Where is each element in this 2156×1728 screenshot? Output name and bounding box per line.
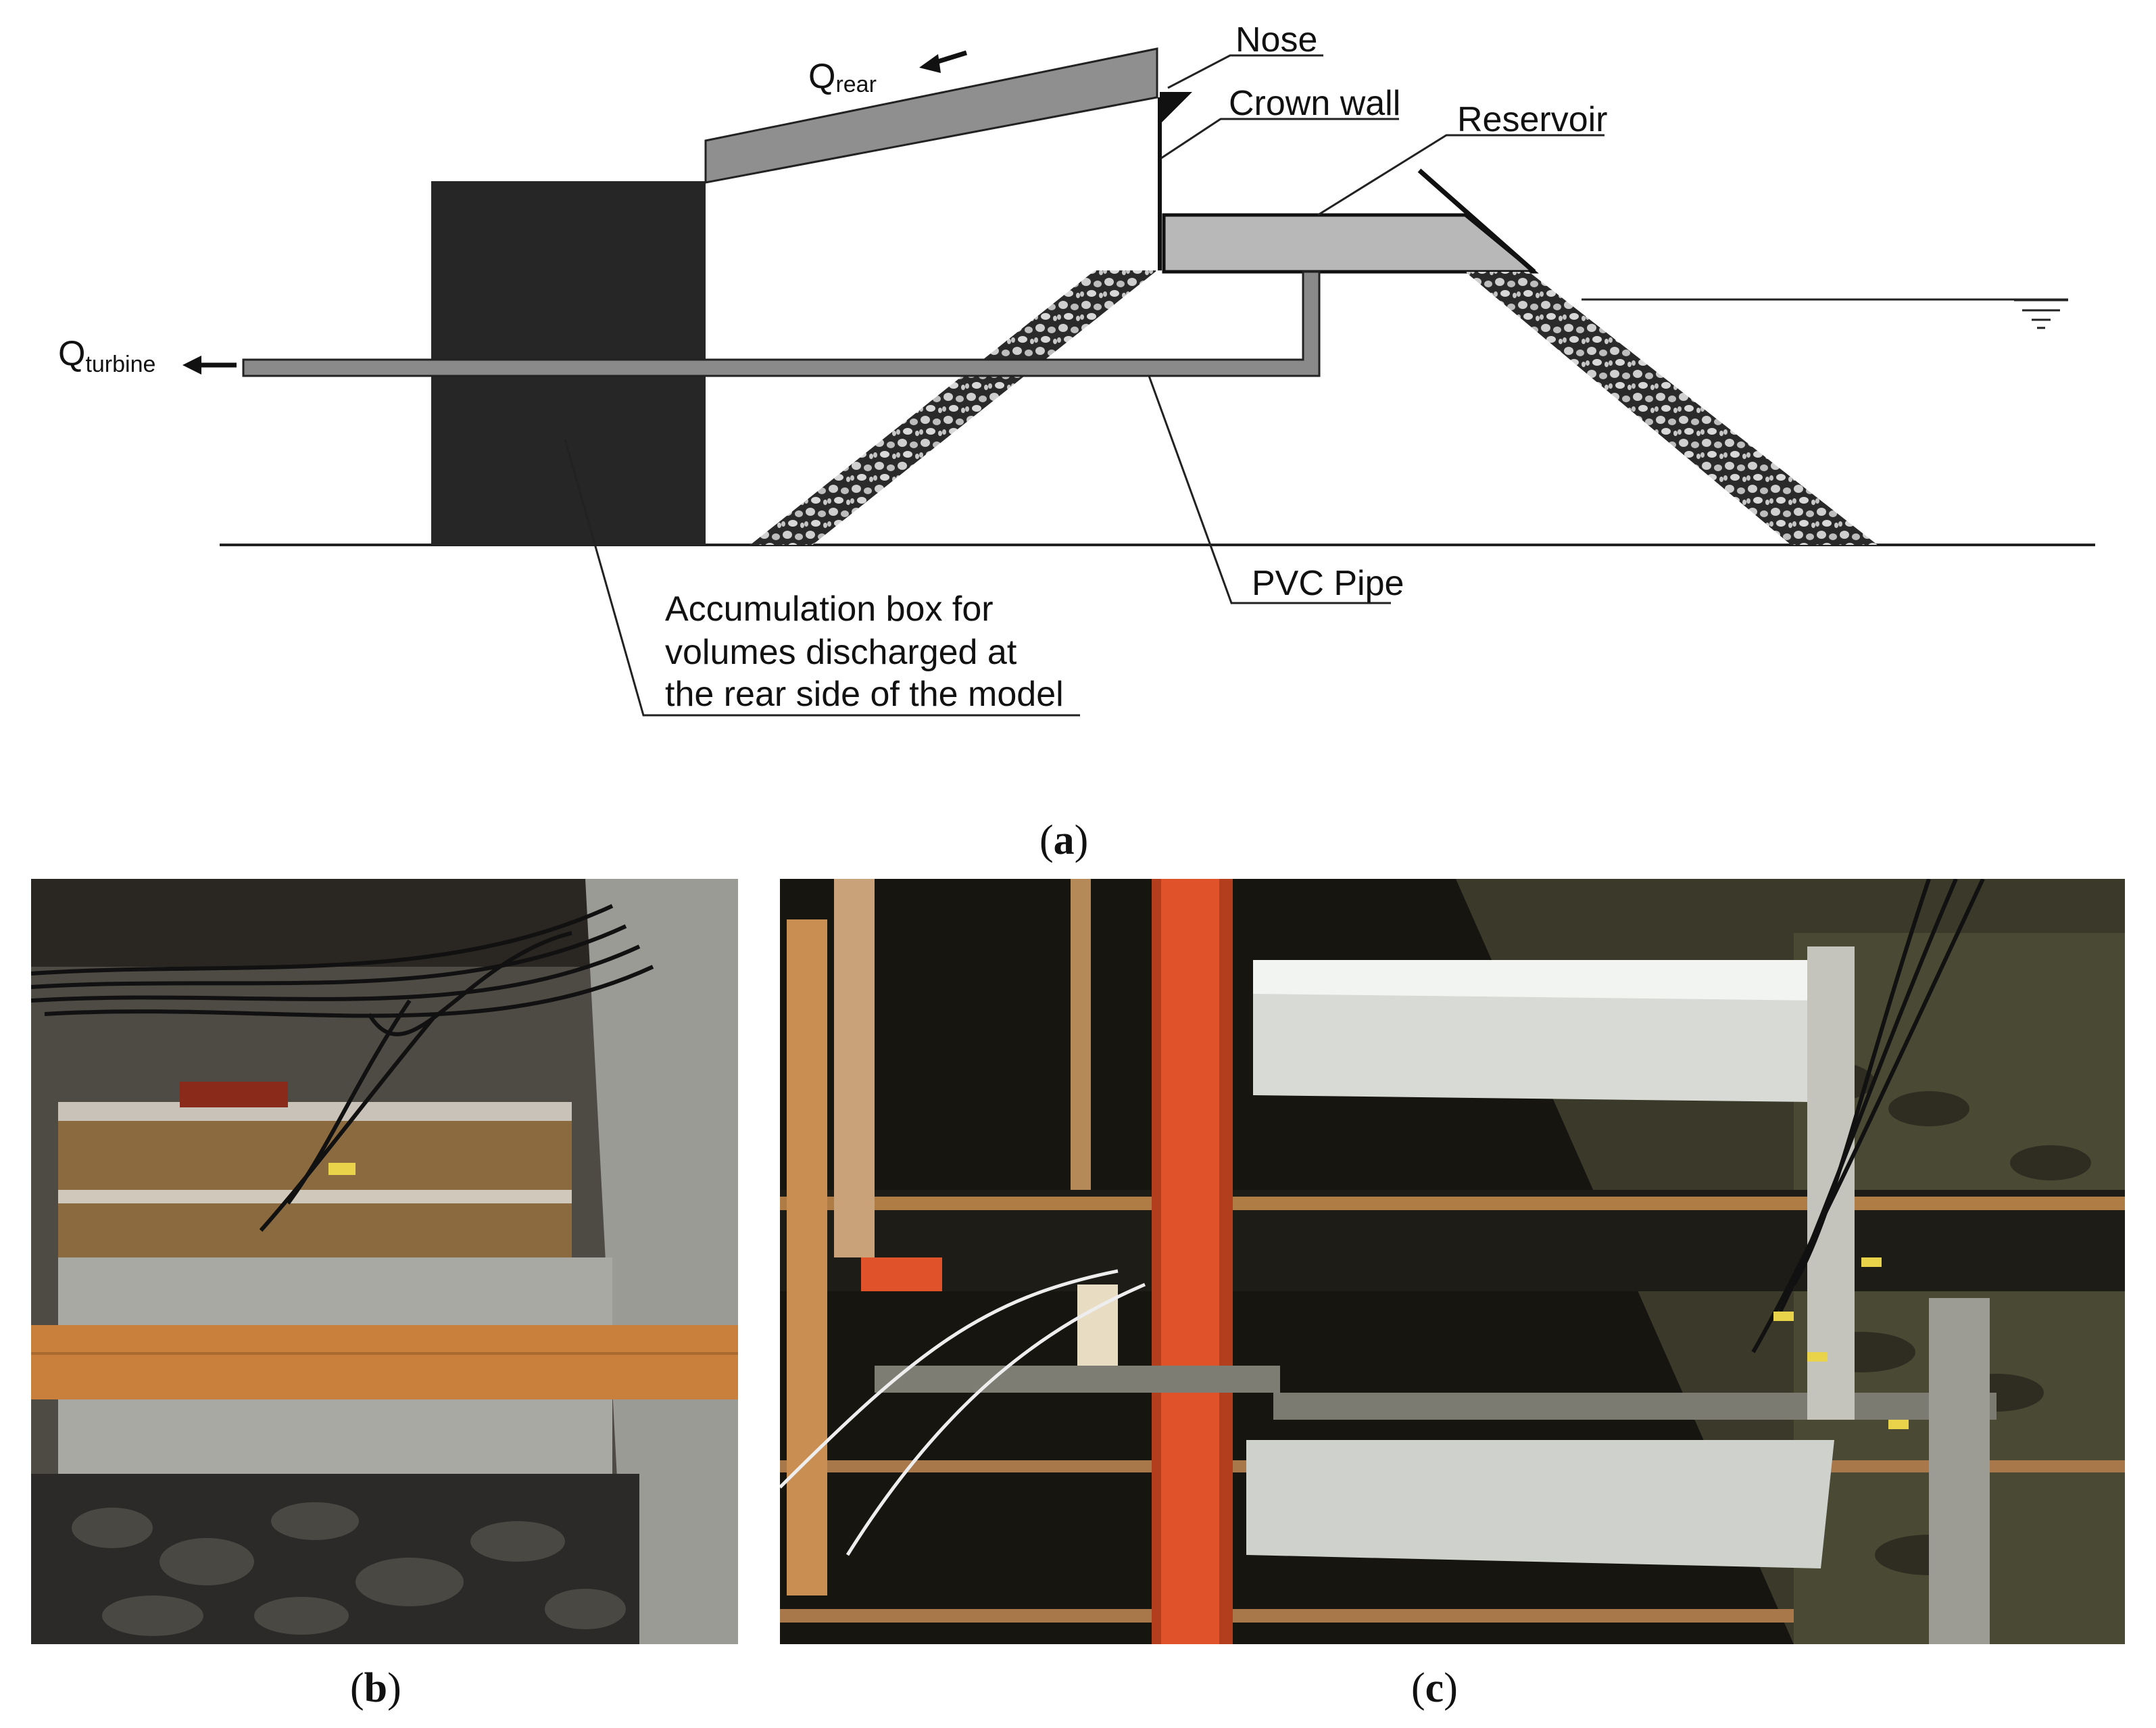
accumulation-label-line3: the rear side of the model bbox=[665, 675, 1064, 714]
crown-wall-label: Crown wall bbox=[1229, 84, 1400, 123]
nose-label: Nose bbox=[1235, 20, 1317, 59]
rear-rubble-mound bbox=[750, 270, 1157, 545]
photo-b bbox=[31, 879, 738, 1644]
caption-a: (a) bbox=[1039, 817, 1089, 863]
nose-leader bbox=[1167, 54, 1323, 89]
reservoir-leader bbox=[1317, 134, 1604, 216]
photo-c bbox=[780, 879, 2125, 1644]
q-rear-label: Qrear bbox=[808, 57, 877, 97]
caption-c: (c) bbox=[1411, 1665, 1458, 1711]
pvc-pipe-label: PVC Pipe bbox=[1252, 564, 1404, 603]
accumulation-leader bbox=[564, 439, 1080, 717]
q-turbine-label: Qturbine bbox=[58, 334, 155, 377]
q-turbine-arrow bbox=[182, 356, 237, 375]
schematic-diagram: Qrear Qturbine Nose Crown wall Reservoir… bbox=[58, 20, 2095, 717]
caption-b: (b) bbox=[350, 1665, 401, 1711]
rear-slope bbox=[704, 47, 1158, 184]
pvc-pipe bbox=[242, 270, 1321, 377]
reservoir-label: Reservoir bbox=[1457, 100, 1608, 139]
photo-b-icon bbox=[31, 879, 738, 1644]
crown-wall-leader bbox=[1160, 118, 1399, 160]
q-rear-arrow bbox=[919, 50, 968, 73]
water-level-symbol bbox=[2014, 299, 2068, 329]
accumulation-label-line1: Accumulation box for bbox=[665, 590, 994, 629]
reservoir-ramp bbox=[1417, 168, 1536, 274]
pvc-pipe-leader bbox=[1148, 375, 1391, 604]
front-rubble-mound bbox=[1465, 272, 1878, 545]
nose bbox=[1160, 92, 1192, 124]
photo-c-icon bbox=[780, 879, 2125, 1644]
accumulation-label-line2: volumes discharged at bbox=[665, 633, 1017, 672]
